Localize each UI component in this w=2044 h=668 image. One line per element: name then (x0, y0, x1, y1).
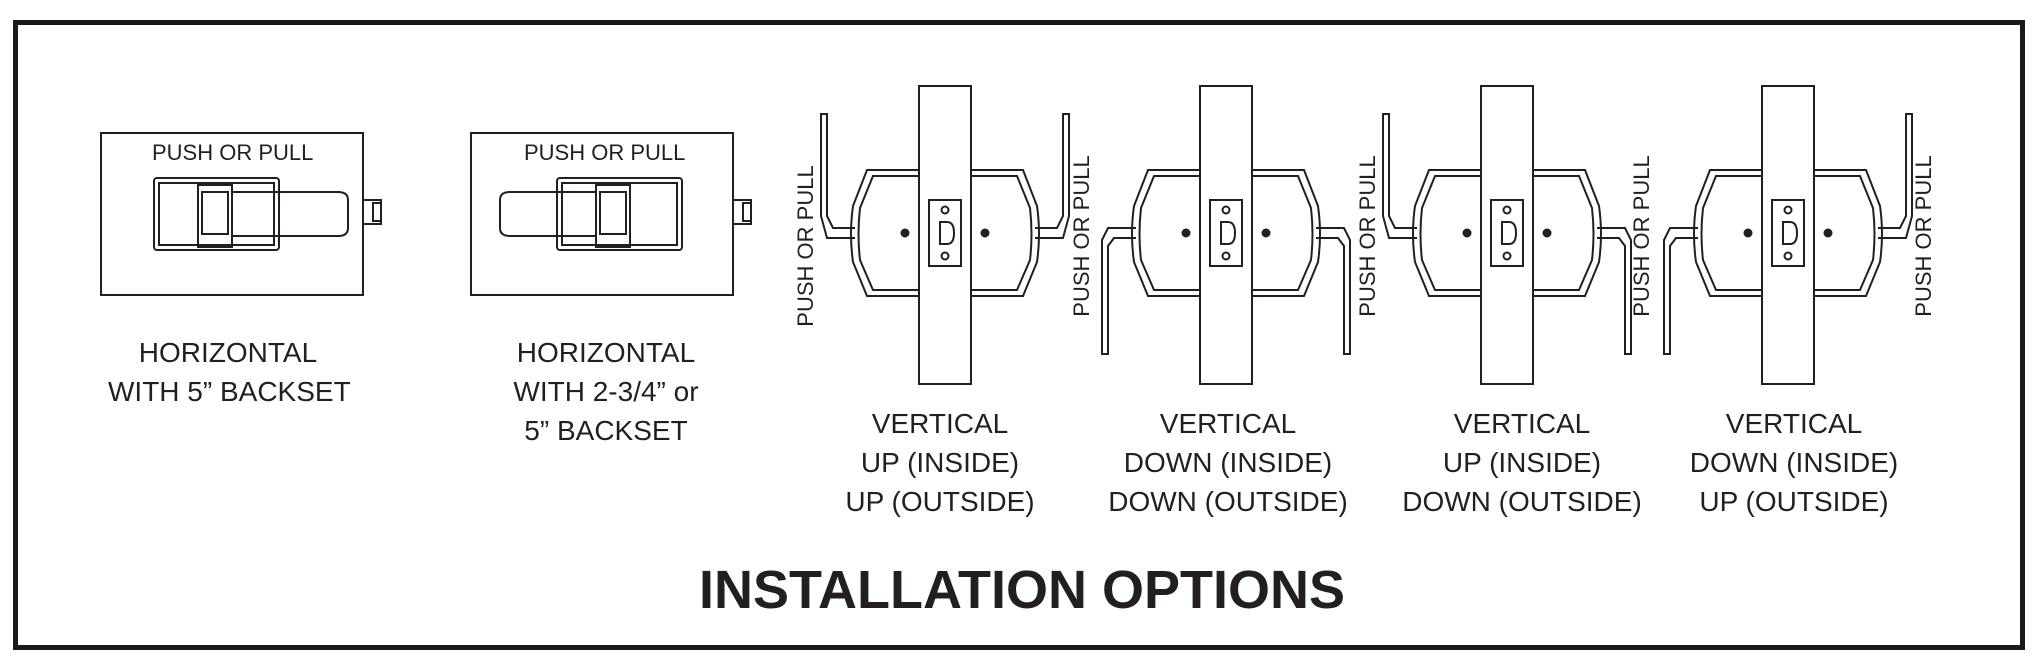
caption-line: DOWN (INSIDE) (1689, 447, 1899, 478)
vertical-lever-unit (1382, 85, 1632, 385)
push-or-pull-label: PUSH OR PULL (1911, 155, 1936, 317)
diagram-title: INSTALLATION OPTIONS (699, 560, 1345, 620)
caption-line: UP (OUTSIDE) (1699, 486, 1889, 517)
caption-line: VERTICAL (1453, 408, 1591, 439)
option-caption-vertical-up-down: VERTICAL UP (INSIDE) DOWN (OUTSIDE) (1402, 404, 1642, 521)
push-or-pull-label: PUSH OR PULL (793, 165, 818, 327)
caption-line: DOWN (OUTSIDE) (1402, 486, 1642, 517)
caption-line: VERTICAL (871, 408, 1009, 439)
caption-line: HORIZONTAL (138, 337, 318, 368)
push-or-pull-label: PUSH OR PULL (1629, 155, 1654, 317)
caption-line: 5” BACKSET (524, 415, 688, 446)
push-or-pull-label: PUSH OR PULL (1355, 155, 1380, 317)
lever-handle (1101, 227, 1136, 355)
push-or-pull-label: PUSH OR PULL (524, 140, 686, 165)
caption-line: UP (INSIDE) (1442, 447, 1602, 478)
option-caption-vertical-down-down: VERTICAL DOWN (INSIDE) DOWN (OUTSIDE) (1108, 404, 1348, 521)
caption-line: VERTICAL (1159, 408, 1297, 439)
push-or-pull-label: PUSH OR PULL (152, 140, 314, 165)
vertical-lever-unit (1101, 85, 1351, 385)
option-caption-vertical-up-up: VERTICAL UP (INSIDE) UP (OUTSIDE) (820, 404, 1060, 521)
lever-handle (1597, 227, 1632, 355)
caption-line: WITH 2-3/4” or (513, 376, 699, 407)
caption-line: DOWN (OUTSIDE) (1108, 486, 1348, 517)
caption-line: VERTICAL (1725, 408, 1863, 439)
vertical-lever-unit (820, 85, 1070, 385)
push-or-pull-label: PUSH OR PULL (1069, 155, 1094, 317)
diagram-frame (13, 20, 2025, 650)
vertical-lever-unit (1663, 85, 1913, 385)
caption-line: UP (OUTSIDE) (845, 486, 1035, 517)
option-caption-horizontal-5in: HORIZONTAL WITH 5” BACKSET (108, 333, 351, 411)
caption-line: DOWN (INSIDE) (1123, 447, 1333, 478)
option-caption-horizontal-2-3-4in: HORIZONTAL WITH 2-3/4” or 5” BACKSET (486, 333, 726, 450)
lever-handle (1035, 113, 1070, 239)
lever-handle (1878, 113, 1913, 239)
lever-handle (1316, 227, 1351, 355)
lever-handle (1663, 227, 1698, 355)
lever-handle (820, 113, 855, 239)
lever-handle (1382, 113, 1417, 239)
caption-line: HORIZONTAL (516, 337, 696, 368)
caption-line: WITH 5” BACKSET (108, 376, 351, 407)
caption-line: UP (INSIDE) (860, 447, 1020, 478)
option-caption-vertical-down-up: VERTICAL DOWN (INSIDE) UP (OUTSIDE) (1674, 404, 1914, 521)
